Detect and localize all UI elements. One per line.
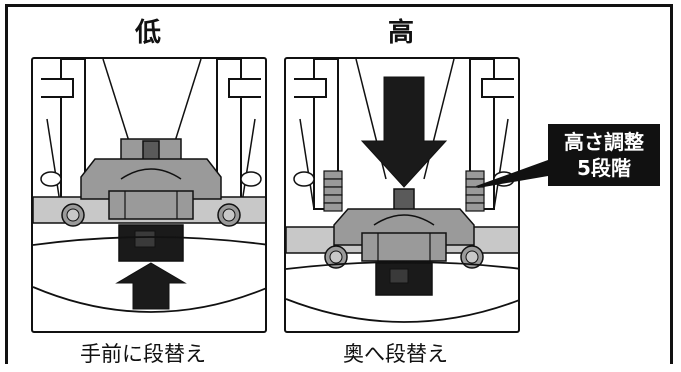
diagram-frame bbox=[5, 4, 673, 364]
height-adjust-callout: 高さ調整 5段階 bbox=[548, 124, 660, 186]
caption-high: 奥へ段替え bbox=[343, 342, 448, 366]
caption-low: 手前に段替え bbox=[80, 342, 206, 366]
callout-line1: 高さ調整 bbox=[564, 130, 644, 154]
panel-high bbox=[284, 57, 520, 333]
arrow-down-icon bbox=[360, 76, 448, 188]
callout-line2: 5段階 bbox=[577, 156, 631, 180]
panel-high-illustration bbox=[286, 59, 518, 323]
heading-low: 低 bbox=[135, 18, 163, 48]
panel-low-illustration bbox=[33, 59, 265, 313]
heading-high: 高 bbox=[388, 18, 416, 48]
arrow-up-icon bbox=[115, 262, 187, 310]
panel-low bbox=[31, 57, 267, 333]
